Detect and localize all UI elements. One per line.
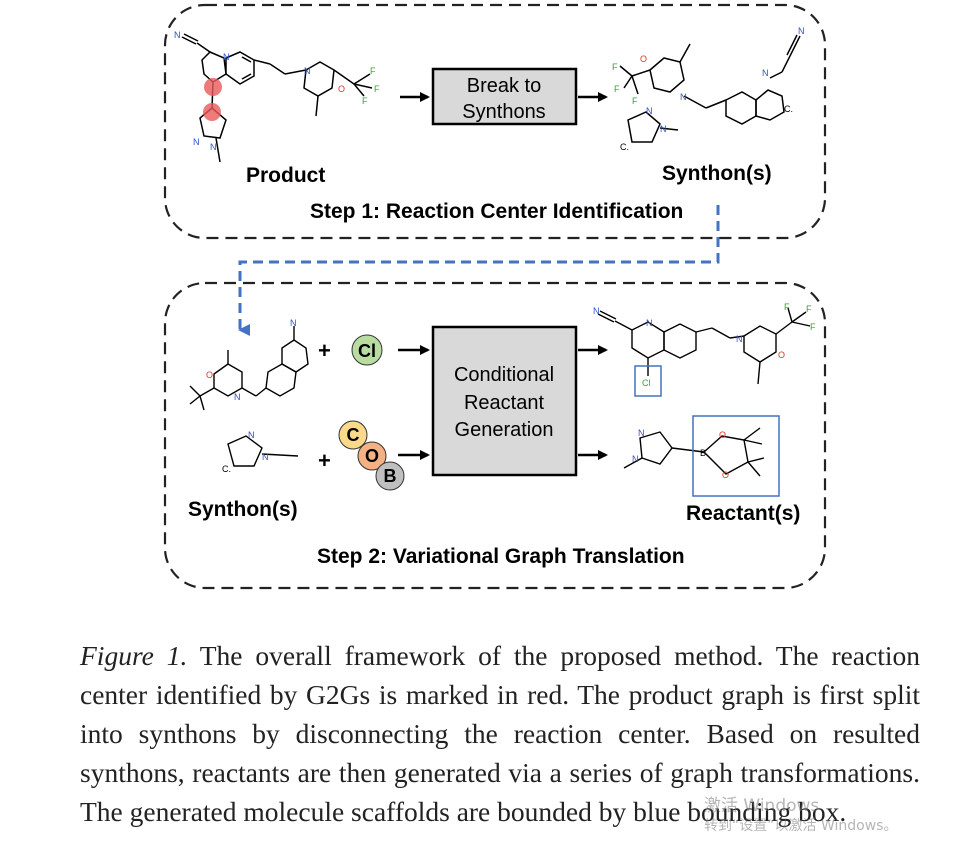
synthon-molecule-3 <box>189 326 309 411</box>
caption-lead: Figure 1. <box>80 640 188 671</box>
atom-label: F <box>614 84 620 94</box>
atom-label: N <box>223 52 230 62</box>
leaving-group-c <box>338 420 368 450</box>
step1-title: Step 1: Reaction Center Identification <box>310 200 683 223</box>
atom-label: F <box>806 304 812 314</box>
atom-label: F <box>370 66 376 76</box>
atom-label: N <box>262 452 269 462</box>
atom-label: N <box>210 142 217 152</box>
leaving-group-o <box>357 441 387 471</box>
atom-label: F <box>784 302 790 312</box>
framework-figure: N N N O F F F N N Product Break to Synth… <box>163 3 827 590</box>
synthon-molecule-2 <box>627 111 679 143</box>
atom-label: C. <box>784 104 793 114</box>
atom-label: O <box>722 470 729 480</box>
atom-label: N <box>646 106 653 116</box>
atom-label: B <box>700 448 706 458</box>
gen-box-line1: Conditional <box>454 364 554 386</box>
reactant-molecule-2 <box>623 427 765 477</box>
step2-panel <box>163 281 827 590</box>
atom-label: N <box>234 392 241 402</box>
atom-label: N <box>660 124 667 134</box>
atom-label: N <box>193 137 200 147</box>
atom-label: F <box>612 62 618 72</box>
leaving-group-c-label: C <box>347 425 360 445</box>
break-to-synthons-box <box>431 67 578 126</box>
plus-sign: + <box>318 448 331 473</box>
atom-label: C. <box>620 142 629 152</box>
atom-label: O <box>338 84 345 94</box>
gen-box-line2: Reactant <box>464 392 544 414</box>
product-label: Product <box>246 164 325 187</box>
conditional-generation-box <box>431 325 578 477</box>
caption-text: The overall framework of the proposed me… <box>80 640 920 827</box>
scaffold-bounding-box <box>692 415 780 497</box>
atom-label: N <box>680 92 687 102</box>
atom-label: N <box>248 430 255 440</box>
atom-label: N <box>798 26 805 36</box>
atom-label: Cl <box>642 378 651 388</box>
atom-label: F <box>810 322 816 332</box>
leaving-group-cl <box>351 334 383 366</box>
atom-label: N <box>593 306 600 316</box>
leaving-group-b <box>375 461 405 491</box>
watermark-line2: 转到“设置”以激活 Windows。 <box>704 818 898 834</box>
leaving-group-b-label: B <box>384 466 397 486</box>
step1-panel <box>163 3 827 240</box>
leaving-group-o-label: O <box>365 446 379 466</box>
reactant-molecule-1 <box>597 307 811 385</box>
atom-label: N <box>646 318 653 328</box>
atom-label: N <box>174 30 181 40</box>
synthon-label-step2: Synthon(s) <box>188 498 298 521</box>
atom-label: N <box>632 454 639 464</box>
synthon-molecule-1 <box>619 34 801 125</box>
atom-label: F <box>362 96 368 106</box>
break-box-line1: Break to <box>467 75 541 97</box>
atom-label: N <box>304 66 311 76</box>
figure-caption: Figure 1. The overall framework of the p… <box>80 636 920 831</box>
step-connector-arrow <box>238 205 720 336</box>
atom-label: O <box>719 430 726 440</box>
reactant-label: Reactant(s) <box>686 502 800 525</box>
atom-label: O <box>206 370 213 380</box>
atom-label: F <box>374 84 380 94</box>
reaction-center-atom <box>203 103 221 121</box>
gen-box-line3: Generation <box>455 419 554 441</box>
windows-activation-watermark: 激活 Windows 转到“设置”以激活 Windows。 <box>704 796 954 836</box>
plus-sign: + <box>318 338 331 363</box>
atom-label: C. <box>222 464 231 474</box>
atom-label: N <box>762 68 769 78</box>
synthon-molecule-4 <box>227 435 299 467</box>
atom-label: N <box>290 318 297 328</box>
atom-label: N <box>736 334 743 344</box>
reaction-center-atom <box>204 78 222 96</box>
leaving-group-cl-label: Cl <box>358 341 376 361</box>
atom-label: O <box>640 54 647 64</box>
atom-label: N <box>638 428 645 438</box>
atom-label: F <box>632 96 638 106</box>
synthon-label-step1: Synthon(s) <box>662 162 772 185</box>
scaffold-bounding-box <box>634 365 662 397</box>
break-box-line2: Synthons <box>462 101 545 123</box>
atom-label: O <box>778 350 785 360</box>
step2-title: Step 2: Variational Graph Translation <box>317 545 685 568</box>
watermark-line1: 激活 Windows <box>704 796 820 816</box>
